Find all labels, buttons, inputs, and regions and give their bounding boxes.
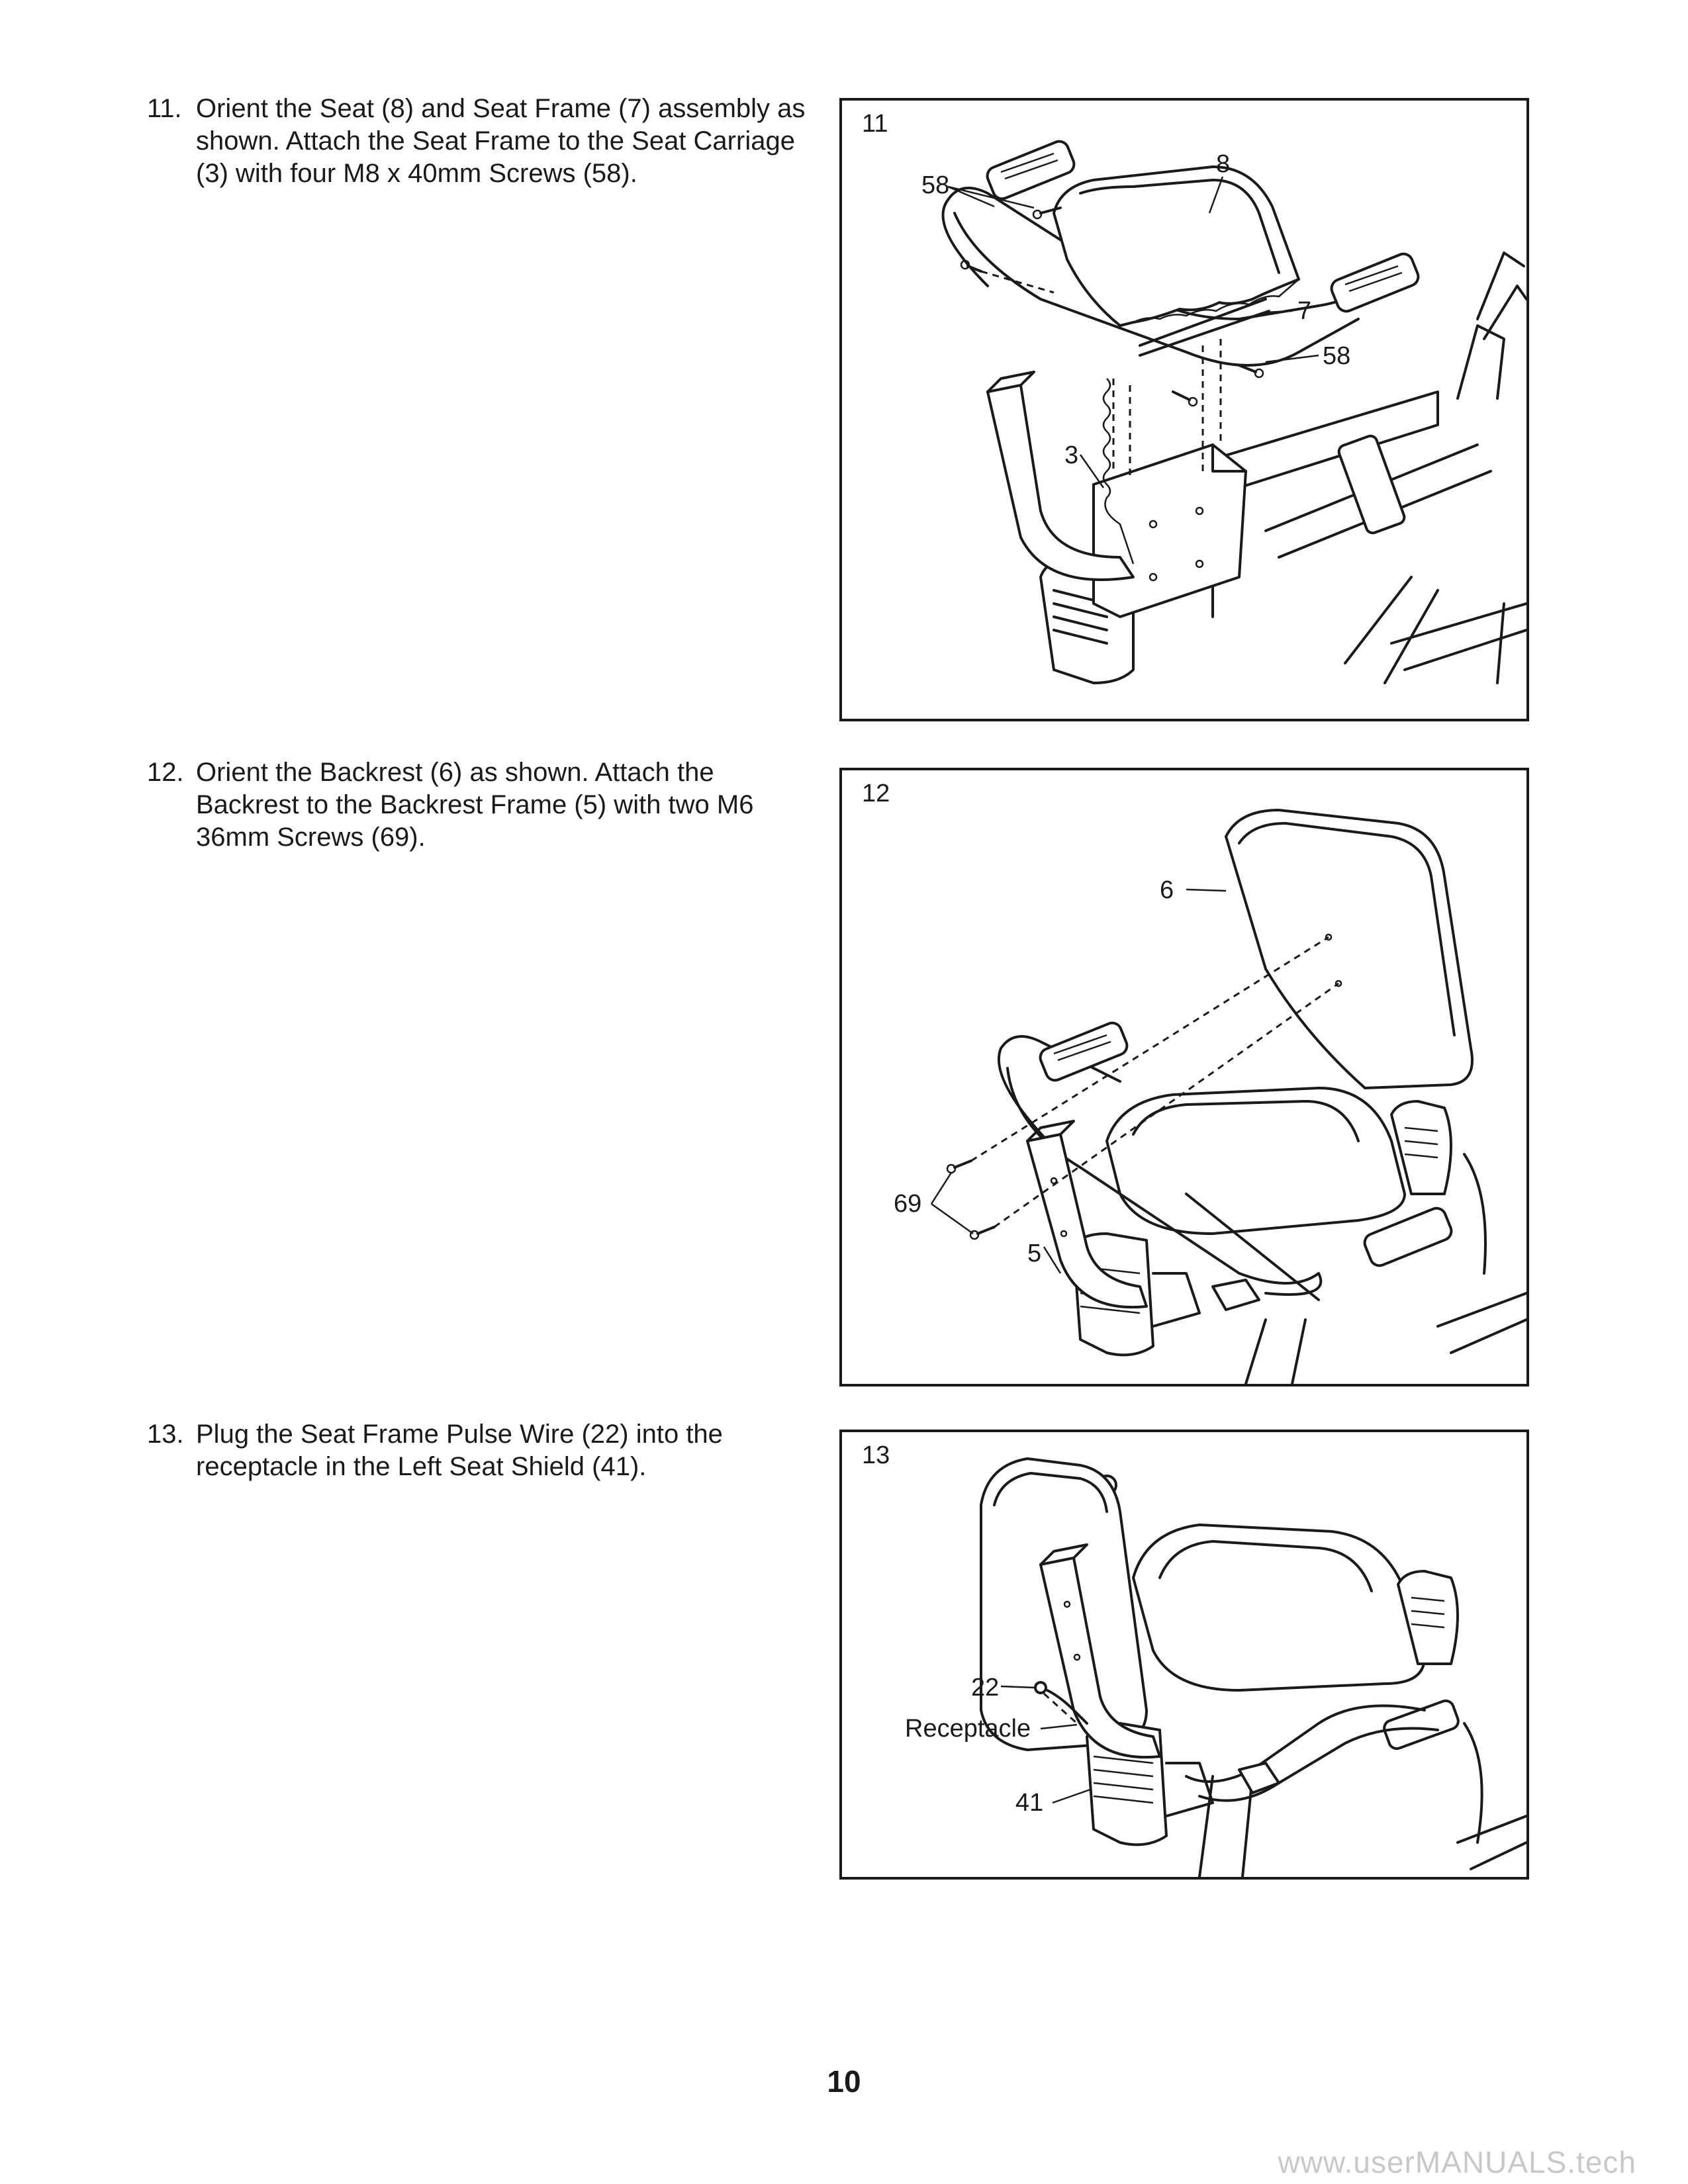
callout-receptacle: Receptacle [905, 1715, 1031, 1743]
callout-7: 7 [1297, 297, 1311, 325]
callout-58-left: 58 [921, 171, 949, 199]
step-instructions: Orient the Seat (8) and Seat Frame (7) a… [196, 94, 806, 188]
step-12-text: 12. Orient the Backrest (6) as shown. At… [147, 756, 809, 854]
backrest-attachment-illustration: 6 69 5 [894, 809, 1526, 1384]
figure-label: 13 [862, 1441, 890, 1469]
step-11-text: 11. Orient the Seat (8) and Seat Frame (… [147, 93, 809, 190]
step-number: 12. [147, 758, 184, 787]
figure-label: 11 [862, 110, 888, 138]
step-instructions: Plug the Seat Frame Pulse Wire (22) into… [196, 1420, 723, 1481]
callout-5: 5 [1027, 1240, 1041, 1267]
callout-69: 69 [894, 1190, 921, 1218]
callout-22: 22 [971, 1674, 999, 1702]
page-number: 10 [827, 2064, 861, 2099]
figure-12: 12 [839, 768, 1529, 1387]
step-13-text: 13. Plug the Seat Frame Pulse Wire (22) … [147, 1418, 809, 1483]
watermark: www.userMANUALS.tech [1278, 2145, 1636, 2179]
pulse-wire-illustration: 22 Receptacle 41 [905, 1457, 1526, 1877]
figure-11: 11 [839, 98, 1529, 721]
figure-13: 13 22 Receptac [839, 1430, 1529, 1880]
step-instructions: Orient the Backrest (6) as shown. Attach… [196, 758, 754, 852]
seat-assembly-illustration: 58 8 7 58 3 [921, 140, 1526, 684]
callout-58-right: 58 [1323, 342, 1350, 370]
callout-6: 6 [1160, 876, 1174, 904]
callout-3: 3 [1064, 441, 1078, 469]
figure-label: 12 [862, 780, 890, 807]
step-number: 11. [147, 94, 182, 123]
step-number: 13. [147, 1420, 184, 1449]
callout-41: 41 [1015, 1789, 1043, 1817]
callout-8: 8 [1216, 150, 1230, 178]
